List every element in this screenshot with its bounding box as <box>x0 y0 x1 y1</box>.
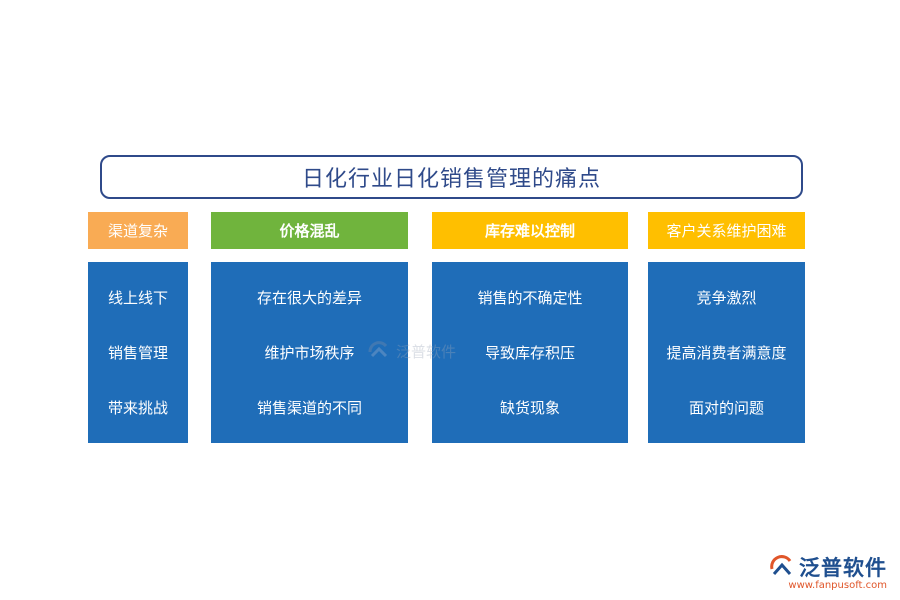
list-item: 提高消费者满意度 <box>666 344 787 362</box>
list-item: 销售管理 <box>107 344 168 362</box>
list-item: 存在很大的差异 <box>256 289 362 307</box>
brand-logo: 泛普软件 www.fanpusoft.com <box>768 552 887 591</box>
fanpu-logo-icon <box>770 555 792 575</box>
column-channel-complexity: 线上线下 销售管理 带来挑战 <box>88 262 188 443</box>
list-item: 导致库存积压 <box>484 344 575 362</box>
list-item: 带来挑战 <box>107 399 168 417</box>
list-item: 线上线下 <box>107 289 168 307</box>
header-channel-complexity: 渠道复杂 <box>88 212 188 249</box>
logo-url: www.fanpusoft.com <box>788 580 887 591</box>
list-item: 维护市场秩序 <box>264 344 355 362</box>
list-item: 缺货现象 <box>499 399 560 417</box>
list-item: 面对的问题 <box>688 399 764 417</box>
list-item: 销售的不确定性 <box>477 289 583 307</box>
fanpu-logo-icon <box>368 341 388 358</box>
title-box: 日化行业日化销售管理的痛点 <box>100 155 803 199</box>
column-price-chaos: 存在很大的差异 维护市场秩序 销售渠道的不同 <box>211 262 408 443</box>
header-inventory-control: 库存难以控制 <box>432 212 628 249</box>
column-inventory-control: 销售的不确定性 导致库存积压 缺货现象 <box>432 262 628 443</box>
list-item: 销售渠道的不同 <box>256 399 362 417</box>
header-price-chaos: 价格混乱 <box>211 212 408 249</box>
list-item: 竞争激烈 <box>696 289 757 307</box>
column-customer-relations: 竞争激烈 提高消费者满意度 面对的问题 <box>648 262 805 443</box>
watermark-text: 泛普软件 <box>396 342 457 361</box>
header-customer-relations: 客户关系维护困难 <box>648 212 805 249</box>
logo-name: 泛普软件 <box>799 556 887 580</box>
diagram-title: 日化行业日化销售管理的痛点 <box>301 167 601 192</box>
watermark: 泛普软件 <box>366 340 456 362</box>
